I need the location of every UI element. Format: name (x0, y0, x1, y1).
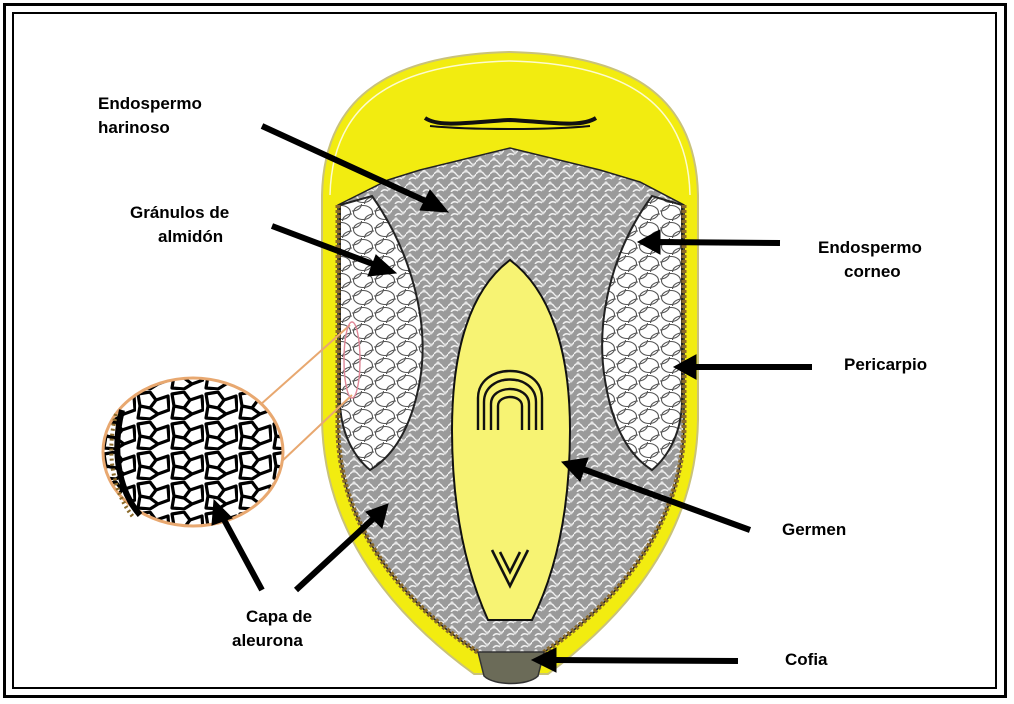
label-line: harinoso (98, 116, 202, 140)
tip-cap (478, 652, 544, 684)
arrow-endospermo-corneo (656, 242, 780, 243)
label-pericarpio: Pericarpio (844, 353, 927, 377)
label-endospermo-harinoso: Endospermo harinoso (98, 92, 202, 140)
zoom-circle (103, 378, 283, 526)
label-line: aleurona (232, 629, 312, 653)
label-line: Cofia (785, 648, 828, 672)
label-line: almidón (130, 225, 229, 249)
label-line: Capa de (232, 605, 312, 629)
label-capa-aleurona: Capa de aleurona (232, 605, 312, 653)
arrow-aleurona-zoom (222, 516, 262, 590)
label-germen: Germen (782, 518, 846, 542)
arrow-cofia (552, 660, 738, 661)
label-line: corneo (818, 260, 922, 284)
label-cofia: Cofia (785, 648, 828, 672)
label-line: Pericarpio (844, 353, 927, 377)
label-line: Germen (782, 518, 846, 542)
label-line: Endospermo (818, 236, 922, 260)
label-line: Gránulos de (130, 201, 229, 225)
label-granulos-almidon: Gránulos de almidón (130, 201, 229, 249)
label-endospermo-corneo: Endospermo corneo (818, 236, 922, 284)
label-line: Endospermo (98, 92, 202, 116)
